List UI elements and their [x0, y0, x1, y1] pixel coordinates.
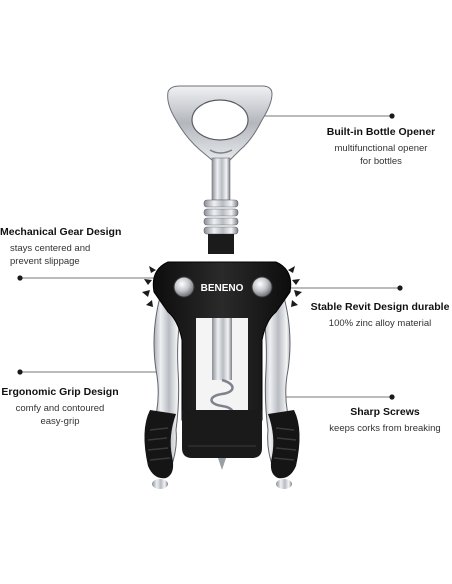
callout-desc: multifunctional opener [334, 143, 428, 154]
gear-rings [203, 199, 239, 254]
right-foot [276, 479, 292, 489]
callout-desc: for bottles [360, 156, 402, 167]
callout-dots [17, 113, 403, 400]
callout-grip-design: Ergonomic Grip Design comfy and contoure… [0, 386, 120, 428]
callout-sharp-screws: Sharp Screws keeps corks from breaking [322, 406, 448, 435]
shaft [211, 157, 231, 201]
screw-tip [218, 458, 226, 470]
callout-title: Ergonomic Grip Design [1, 386, 119, 398]
left-revit-knob [173, 276, 195, 298]
callout-title: Mechanical Gear Design [0, 226, 122, 238]
bottom-cap [182, 410, 262, 458]
left-grip [144, 410, 176, 479]
callout-title: Stable Revit Design durable [310, 301, 450, 313]
gear-teeth [142, 266, 302, 307]
brand-logo: BENENO [201, 283, 244, 294]
callout-desc: prevent slippage [10, 256, 80, 267]
callout-desc: comfy and contoured [15, 403, 105, 414]
callout-revit-design: Stable Revit Design durable 100% zinc al… [310, 301, 450, 330]
inner-shaft [212, 318, 232, 380]
right-revit-knob [251, 276, 273, 298]
grip-ridges [147, 427, 297, 461]
callout-desc: easy-grip [40, 416, 80, 427]
callout-title: Built-in Bottle Opener [326, 126, 436, 138]
left-foot [152, 479, 168, 489]
right-grip [268, 410, 300, 479]
callout-gear-design: Mechanical Gear Design stays centered an… [0, 226, 130, 268]
callout-bottle-opener: Built-in Bottle Opener multifunctional o… [322, 126, 440, 168]
callout-desc: 100% zinc alloy material [328, 318, 432, 329]
callout-title: Sharp Screws [350, 406, 420, 418]
callout-desc: keeps corks from breaking [329, 423, 441, 434]
callout-desc: stays centered and [10, 243, 91, 254]
bottle-opener-head [167, 85, 273, 161]
